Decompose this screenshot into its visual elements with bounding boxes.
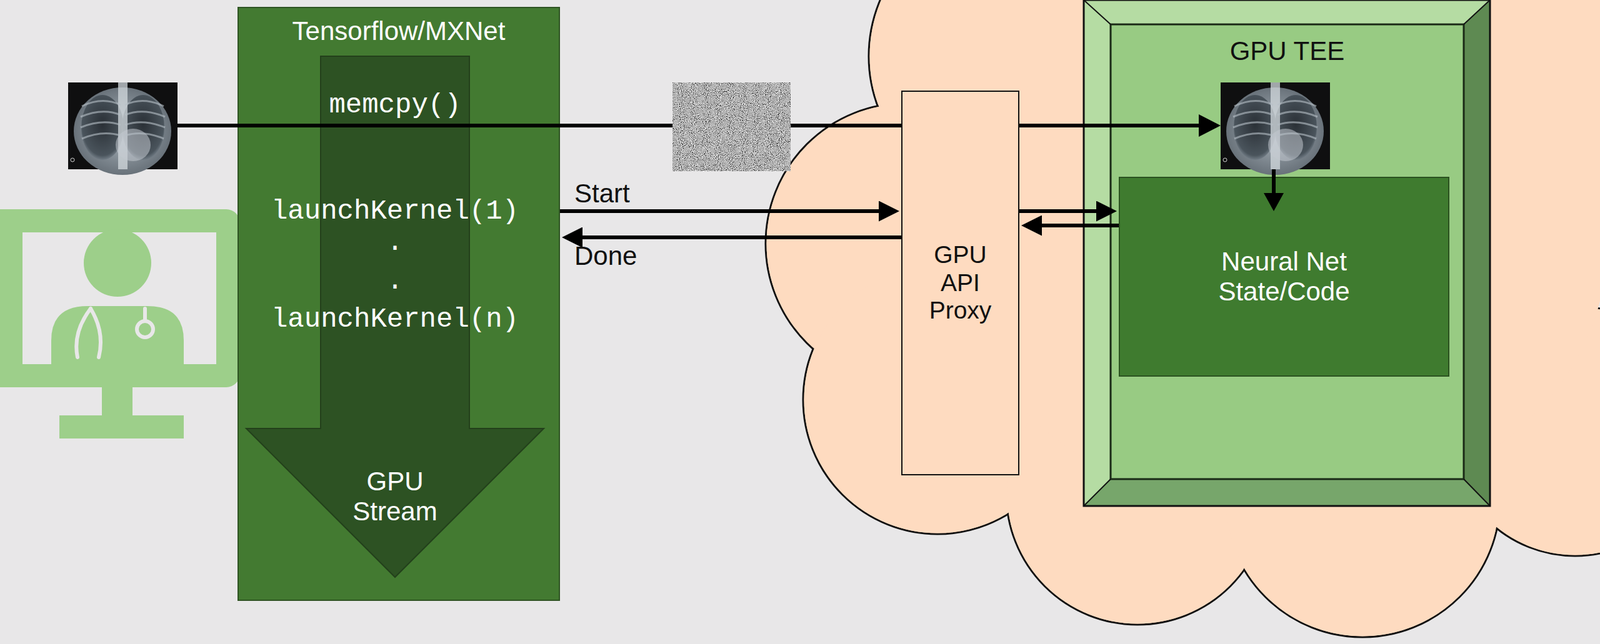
xray-image (68, 82, 178, 175)
node-text: GPU Stream (341, 466, 449, 528)
drawing-part (956, 0, 1600, 513)
text-slot: GPU Stream (246, 466, 544, 528)
node-text: launchKernel(n) (271, 303, 519, 336)
node-text: GPU TEE (1230, 36, 1345, 67)
drawing-part (101, 387, 133, 416)
label-slot: Start (574, 180, 630, 207)
text-slot: GPU TEE (1110, 36, 1464, 67)
doctor-icon (0, 209, 240, 439)
node-text: . (386, 265, 404, 298)
drawing-part (76, 308, 91, 358)
drawing-part (1083, 0, 1111, 25)
node-text: launchKernel(1) (271, 195, 519, 228)
drawing-part (0, 209, 240, 388)
node-text: Tensorflow/MXNet (292, 16, 506, 47)
drawing-part (136, 321, 154, 338)
cloud-outline (765, 0, 1600, 638)
node-text: GPU API Proxy (920, 241, 1002, 326)
connector-arrow (560, 209, 879, 214)
text-slot: Tensorflow/MXNet (238, 16, 559, 47)
text-slot: GPU API Proxy (902, 241, 1019, 326)
cloud-fill (766, 0, 1600, 637)
drawing-part (1463, 479, 1490, 507)
drawing-part (1463, 0, 1490, 25)
memcpy-arrow (233, 123, 557, 128)
drawing-part (1083, 0, 1490, 25)
edge-label: Start (574, 180, 630, 207)
drawing-part (1083, 479, 1490, 507)
text-slot: launchKernel(1) (246, 195, 544, 228)
xray-image (1220, 82, 1330, 175)
text-slot: . (246, 265, 544, 298)
text-slot: . (246, 226, 544, 259)
drawing-part (83, 229, 152, 297)
connector-arrow (1019, 209, 1097, 214)
drawing-part (51, 306, 184, 365)
drawing-part (59, 415, 184, 439)
framework-box: memcpy() launchKernel(1).. launchKernel(n)… (237, 6, 560, 602)
node-text: . (386, 226, 404, 259)
drawing-part (1083, 479, 1111, 507)
gpu-tee-enclave: Neural Net State/Code GPU TEE (1110, 24, 1464, 480)
drawing-part (76, 308, 154, 358)
node-text: Neural Net State/Code (1200, 246, 1369, 308)
text-slot: Neural Net State/Code (1120, 246, 1449, 308)
node-text: memcpy() (328, 89, 461, 122)
load-arrow-head (1263, 193, 1284, 212)
drawing-part (1198, 114, 1221, 137)
drawing-part (1083, 0, 1111, 507)
encrypted-noise (672, 82, 791, 172)
tee-frame (1083, 0, 1490, 507)
drawing-part (1083, 0, 1490, 507)
load-arrow (1271, 175, 1276, 195)
neural-net-box: Neural Net State/Code (1118, 176, 1450, 377)
stream-arrow-shape (246, 56, 544, 578)
text-slot: launchKernel(n) (246, 303, 544, 336)
connector-arrow (1041, 223, 1119, 228)
text-slot: memcpy() (246, 89, 544, 122)
drawing-part (1083, 0, 1490, 507)
gpu-stream-arrow: memcpy() launchKernel(1).. launchKernel(n)… (246, 56, 544, 578)
label-slot: Done (574, 243, 637, 270)
drawing-part (1110, 24, 1464, 480)
node-drawing (1120, 178, 1451, 216)
drawing-part (90, 308, 101, 358)
drawing-part (143, 308, 147, 320)
connector-arrow (582, 235, 902, 240)
drawing-part (1463, 0, 1490, 507)
edge-label: Done (574, 243, 637, 270)
api-proxy-box: GPU API Proxy (901, 90, 1020, 476)
